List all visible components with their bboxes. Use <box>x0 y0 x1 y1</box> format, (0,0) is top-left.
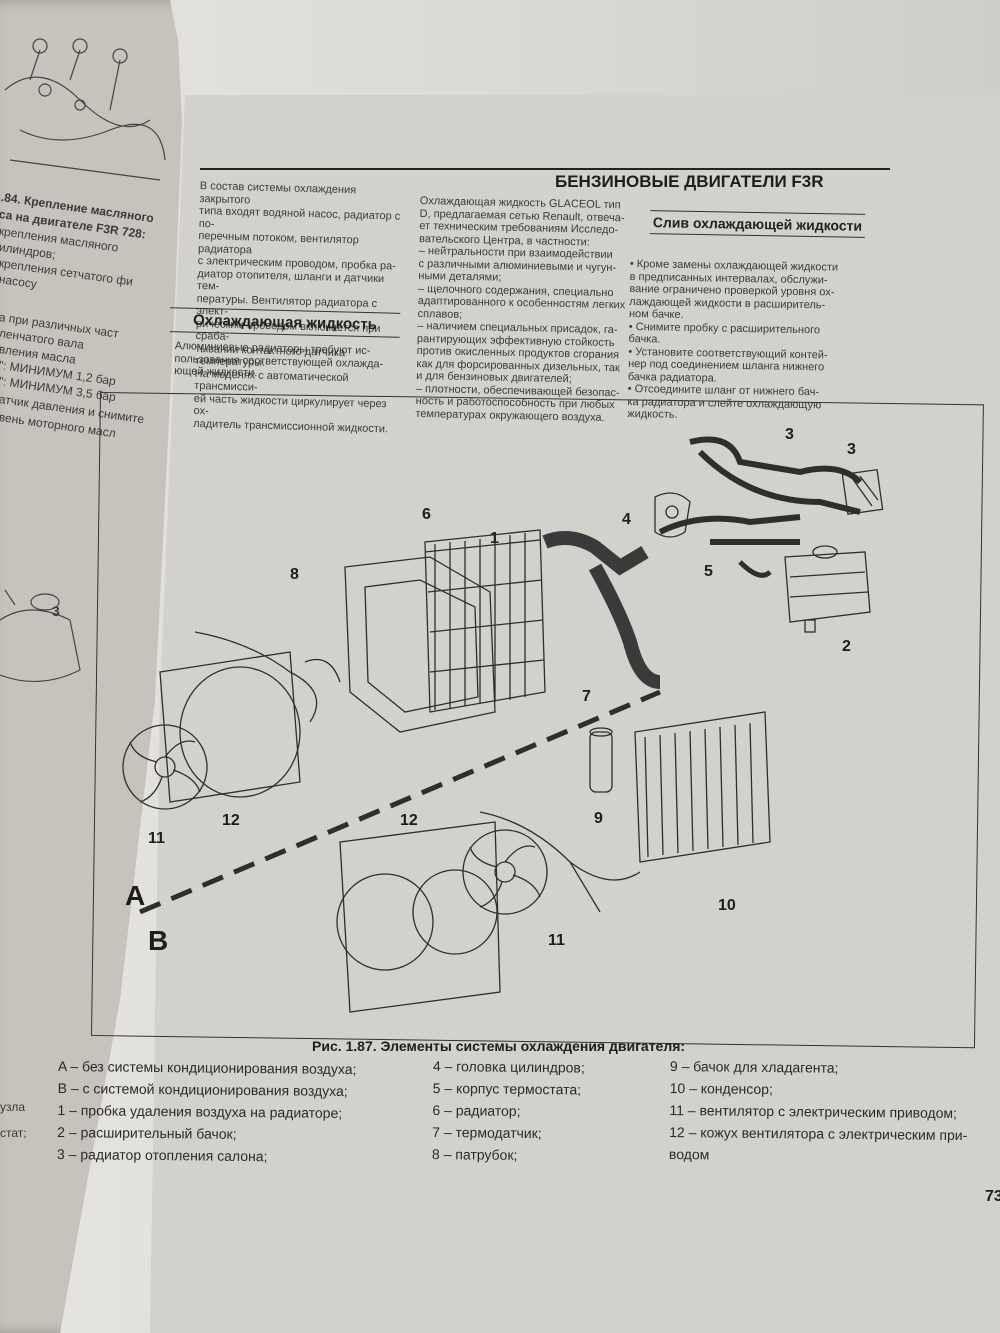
callout-12-b: 12 <box>400 812 418 829</box>
legend-item: 1 – пробка удаления воздуха на радиаторе… <box>57 1101 343 1121</box>
fan-11-a <box>122 724 208 810</box>
legend-item: 6 – радиатор; <box>432 1101 521 1119</box>
left-page-engine-sketch <box>4 38 166 181</box>
zone-divider-line <box>139 689 661 915</box>
legend-item: A – без системы кондиционирования воздух… <box>57 1057 357 1078</box>
wiring-harness-b <box>479 811 641 913</box>
condenser-10 <box>634 711 771 863</box>
left-page-tank-sketch <box>0 589 81 682</box>
upper-hose <box>542 531 649 576</box>
right-page <box>150 95 1000 1333</box>
zone-label-a: A <box>125 880 146 911</box>
legend-item: 12 – кожух вентилятора с электрическим п… <box>669 1123 968 1144</box>
callout-9: 9 <box>594 810 603 827</box>
lower-hose <box>588 563 661 689</box>
header-rule <box>200 168 890 170</box>
legend-item: 7 – термодатчик; <box>432 1123 542 1142</box>
fan-11-b <box>462 829 548 915</box>
callout-5: 5 <box>704 563 713 580</box>
refrigerant-bottle-9 <box>589 727 613 793</box>
legend-column-3: 9 – бачок для хладагента; 10 – конденсор… <box>669 1055 968 1168</box>
callout-7: 7 <box>582 688 591 705</box>
fan-shroud-12-b <box>336 821 501 1013</box>
left-fragment: узла <box>0 1100 26 1114</box>
left-fragment: стат; <box>0 1126 27 1140</box>
callout-1: 1 <box>490 530 499 547</box>
legend-item: 11 – вентилятор с электрическим приводом… <box>669 1101 958 1122</box>
fan-frame-8 <box>344 556 496 733</box>
expansion-tank-2 <box>784 545 871 633</box>
callout-10: 10 <box>718 897 736 914</box>
heater-hoses <box>658 436 863 578</box>
section-heading-drain: Слив охлаждающей жидкости <box>649 210 866 238</box>
legend-item: 10 – конденсор; <box>669 1079 773 1098</box>
cooling-system-diagram <box>122 436 884 1013</box>
left-callout: 3 <box>52 603 60 619</box>
callout-8: 8 <box>290 566 299 583</box>
page-number: 73 <box>985 1188 1000 1205</box>
left-fragment: насосу <box>0 272 38 292</box>
callout-12-a: 12 <box>222 812 240 829</box>
legend-item: B – с системой кондиционирования воздуха… <box>57 1079 348 1100</box>
callout-4: 4 <box>622 511 631 528</box>
heater-radiator-3 <box>841 468 884 515</box>
legend-item: 8 – патрубок; <box>431 1145 518 1163</box>
callout-6: 6 <box>422 506 431 523</box>
figure-caption: Рис. 1.87. Элементы системы охлаждения д… <box>312 1038 686 1054</box>
legend-item: 5 – корпус термостата; <box>432 1079 582 1098</box>
legend-column-1: A – без системы кондиционирования воздух… <box>57 1055 357 1168</box>
legend-item: 4 – головка цилиндров; <box>432 1057 585 1076</box>
coolant-section-text: Алюминиевые радиаторы требуют ис- пользо… <box>174 340 400 383</box>
legend-item: 2 – расширительный бачок; <box>57 1123 237 1142</box>
legend-column-2: 4 – головка цилиндров; 5 – корпус термос… <box>432 1055 585 1167</box>
callout-11-b: 11 <box>548 932 565 949</box>
callout-11-a: 11 <box>148 830 165 847</box>
radiator-6 <box>424 529 546 713</box>
zone-label-b: B <box>148 925 169 956</box>
callout-3: 3 <box>785 426 794 443</box>
fan-shroud-12-a <box>159 651 301 803</box>
wiring-harness-a <box>194 631 341 723</box>
legend-item: водом <box>668 1145 710 1163</box>
page-header-title: БЕНЗИНОВЫЕ ДВИГАТЕЛИ F3R <box>555 172 824 191</box>
legend-item: 9 – бачок для хладагента; <box>669 1057 839 1076</box>
glaceol-column: Охлаждающая жидкость GLACEOL тип D, пред… <box>415 195 635 424</box>
callout-2: 2 <box>842 638 851 655</box>
legend-item: 3 – радиатор отопления салона; <box>56 1145 268 1165</box>
callout-3b: 3 <box>847 441 856 458</box>
thermostat-housing-5 <box>654 492 691 538</box>
